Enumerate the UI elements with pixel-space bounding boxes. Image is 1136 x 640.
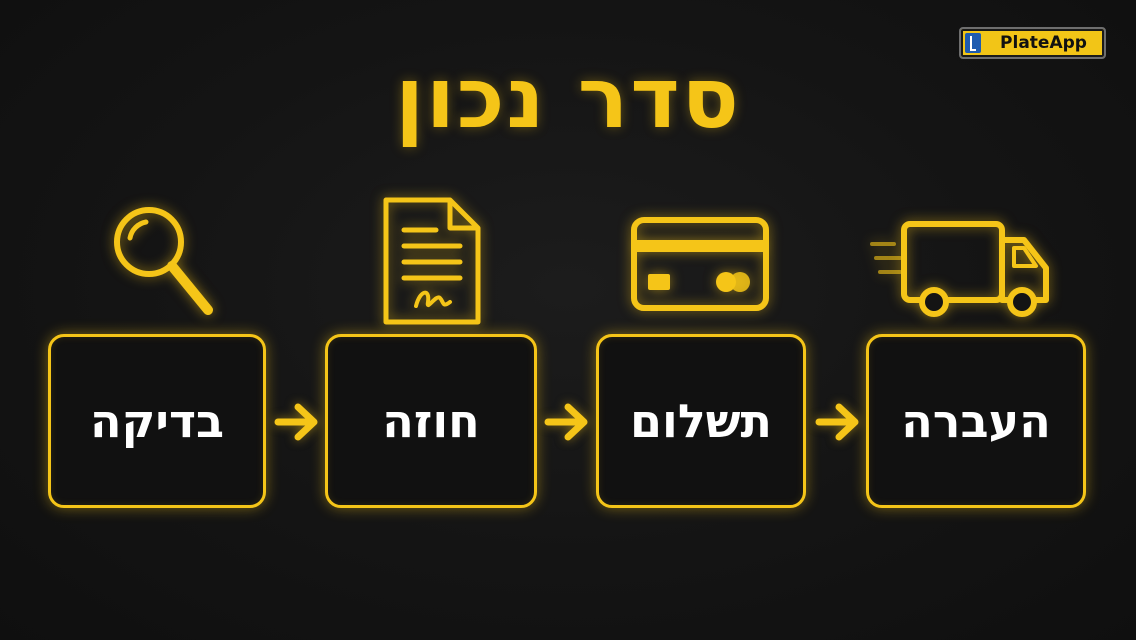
plateapp-logo: PlateApp (959, 27, 1106, 59)
logo-text: PlateApp (1000, 33, 1087, 53)
step-payment-box: תשלום (596, 334, 806, 508)
step-check-box: בדיקה (48, 334, 266, 508)
step-label: העברה (901, 394, 1051, 448)
license-plate-icon (965, 33, 981, 53)
step-label: בדיקה (89, 394, 225, 448)
arrow-right-icon (815, 403, 859, 441)
delivery-truck-icon (870, 221, 1049, 317)
signed-document-icon (383, 197, 481, 325)
magnifier-icon (114, 207, 213, 315)
arrow-right-icon (544, 403, 588, 441)
step-contract-box: חוזה (325, 334, 537, 508)
arrow-right-icon (274, 403, 318, 441)
credit-card-icon (631, 217, 769, 311)
page-title: סדר נכון (395, 49, 741, 147)
step-transfer-box: העברה (866, 334, 1086, 508)
step-label: תשלום (630, 394, 772, 448)
step-label: חוזה (382, 394, 480, 448)
